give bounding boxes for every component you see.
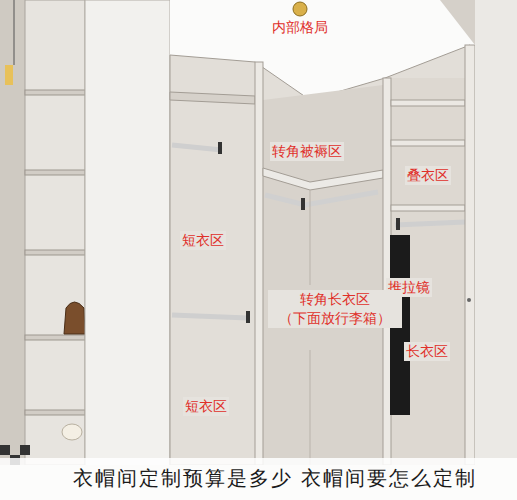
shelf <box>25 90 85 95</box>
shelf <box>25 250 85 255</box>
caption: 衣帽间定制预算是多少 衣帽间要怎么定制 <box>73 465 477 491</box>
rod-bracket <box>218 142 222 154</box>
knob <box>467 298 471 302</box>
cabinet-body <box>170 45 470 465</box>
tile <box>0 445 10 455</box>
open-shelving <box>25 0 85 465</box>
title-icon <box>293 2 307 16</box>
corner-crease <box>310 190 311 285</box>
hanging-rod <box>172 315 248 318</box>
hat-box <box>62 424 82 440</box>
hanging-rod <box>395 222 465 225</box>
tile <box>20 445 30 455</box>
sloped-ceiling <box>440 0 475 45</box>
side-panel <box>465 45 475 465</box>
ceiling <box>170 0 517 465</box>
shelf <box>391 205 465 211</box>
side-panel <box>255 62 263 465</box>
bag <box>64 302 85 334</box>
zone-label: 转角长衣区 （下面放行李箱） <box>268 290 402 328</box>
right-interior <box>391 78 465 465</box>
title: 内部格局 <box>270 18 330 36</box>
shelf <box>170 92 255 104</box>
zone-label: 短衣区 <box>183 397 229 416</box>
shelf <box>25 335 85 340</box>
lamp-cord <box>14 0 15 65</box>
hanging-rod <box>265 192 378 205</box>
zone-label: 长衣区 <box>404 342 450 361</box>
shelf <box>25 410 85 415</box>
zone-label: 短衣区 <box>180 231 226 250</box>
side-panel <box>383 78 391 465</box>
lamp <box>5 65 13 85</box>
zone-label: 叠衣区 <box>405 166 451 185</box>
right-wall <box>475 0 517 465</box>
rod-bracket <box>246 311 250 323</box>
zone-label: 转角被褥区 <box>270 142 344 161</box>
corner-shelf <box>263 168 383 190</box>
pillar <box>85 0 170 500</box>
shelf <box>391 140 465 146</box>
rod-bracket <box>396 218 400 230</box>
corner-crease <box>310 350 311 465</box>
corner-back-wall <box>263 85 383 465</box>
rod-bracket <box>301 198 305 210</box>
shelf <box>391 100 465 106</box>
caption-band <box>0 458 517 500</box>
hanging-rod <box>172 145 222 150</box>
room-wall <box>0 0 25 465</box>
shelf <box>25 170 85 175</box>
